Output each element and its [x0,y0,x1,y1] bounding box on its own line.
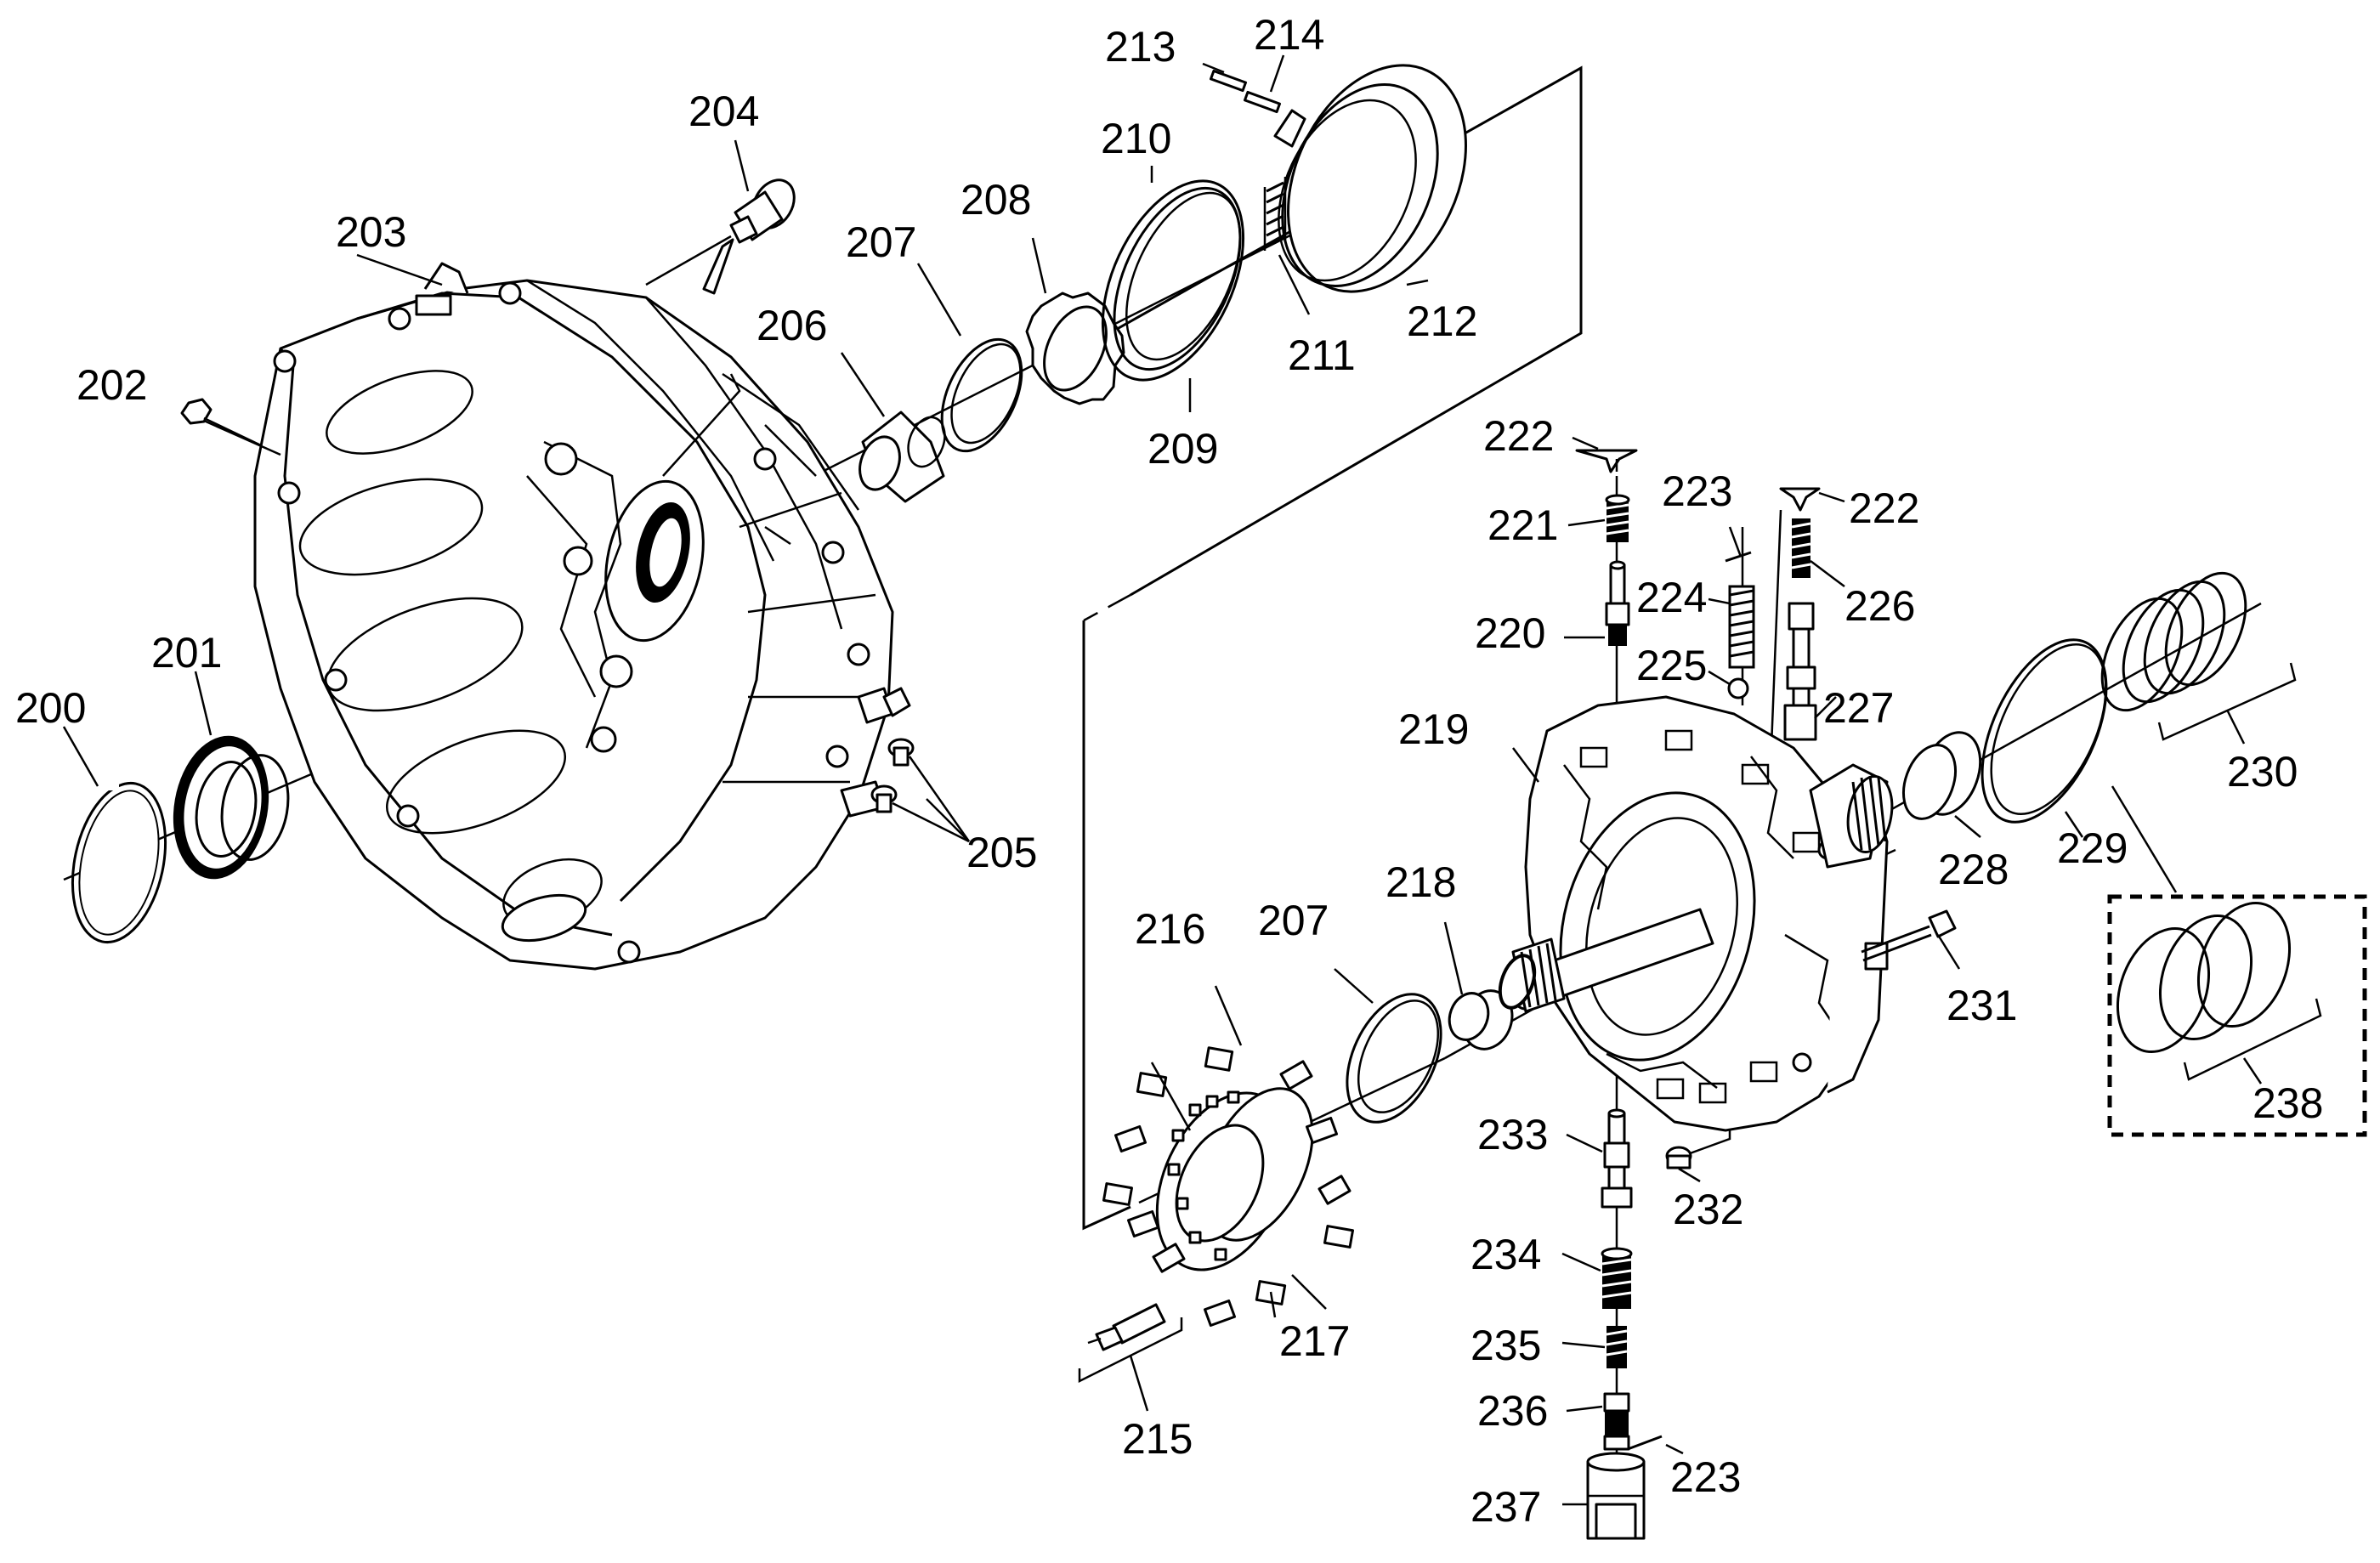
callout-220: 220 [1475,609,1545,657]
callout-212: 212 [1407,297,1477,345]
callout-208: 208 [960,176,1031,224]
plugs-205 [870,687,971,843]
valve-227 [1783,602,1817,741]
spring-234 [1601,1247,1633,1309]
callout-201: 201 [151,629,222,677]
callout-233: 233 [1477,1111,1548,1158]
callout-230: 230 [2227,748,2298,796]
callout-203: 203 [336,208,406,256]
callout-223-upper: 223 [1662,467,1732,515]
callout-229: 229 [2057,824,2128,872]
callout-237: 237 [1470,1483,1541,1531]
callout-236: 236 [1477,1387,1548,1435]
callout-214: 214 [1254,11,1324,59]
callout-235: 235 [1470,1322,1541,1369]
clutch-hub-216-217 [1102,1046,1355,1328]
callout-223-lower: 223 [1670,1453,1741,1501]
callout-232: 232 [1673,1186,1743,1233]
valve-220 [1605,560,1630,646]
seal-201 [173,735,290,880]
callout-215: 215 [1122,1415,1193,1463]
callout-222-right: 222 [1849,484,1919,532]
callout-216: 216 [1135,905,1205,953]
callout-213: 213 [1105,23,1176,71]
spring-226 [1791,518,1811,578]
plug-232 [1665,1146,1692,1169]
callout-221: 221 [1488,501,1558,549]
callout-204: 204 [688,88,759,135]
seal-ring-207-upper [940,337,1023,453]
seal-rings-230 [2100,571,2297,745]
callout-228: 228 [1938,846,2009,893]
bushing-218 [1448,989,1514,1050]
ring-209-210 [1101,179,1245,382]
callout-217: 217 [1279,1317,1350,1365]
callout-210: 210 [1101,115,1171,162]
callout-207-upper: 207 [846,218,916,266]
bushing-206 [858,411,946,503]
bushing-228 [1902,731,1982,820]
callout-234: 234 [1470,1231,1541,1278]
callout-226: 226 [1844,582,1915,630]
callout-211: 211 [1288,331,1356,379]
pin-223-lower [1627,1435,1663,1451]
spring-221 [1605,494,1630,542]
callout-231: 231 [1946,982,2017,1029]
snap-ring-200 [71,769,167,944]
callout-200: 200 [15,684,86,732]
callout-209: 209 [1148,425,1218,473]
callout-206: 206 [756,302,827,349]
callout-238: 238 [2252,1079,2323,1127]
valve-233 [1601,1108,1633,1209]
ball-225 [1727,677,1749,699]
snap-ring-229 [1980,638,2108,824]
valve-236 [1603,1392,1630,1451]
callout-202: 202 [76,361,147,409]
bolt-231 [1861,909,1957,962]
callout-222-left: 222 [1483,412,1554,460]
fitting-215 [1078,1303,1183,1412]
pin-222-right [1779,487,1821,512]
lock-washer-208 [1025,292,1125,405]
transmission-housing-203 [253,262,894,971]
spring-224 [1728,585,1755,669]
callout-227: 227 [1823,684,1894,732]
pin-222-left [1575,449,1638,473]
cooler-fitting-204 [645,178,796,295]
callout-labels: 200 201 202 203 204 205 206 207 208 209 … [15,11,2323,1531]
plug-237 [1586,1452,1646,1540]
spring-235 [1606,1326,1628,1368]
seal-rings-238 [2116,901,2322,1084]
callout-207-lower: 207 [1258,897,1329,944]
callout-224: 224 [1636,574,1707,621]
callout-225: 225 [1636,642,1707,689]
leader-lines [62,54,2084,1506]
seal-ring-207-lower [1346,993,1442,1124]
pump-body-219 [1524,695,1894,1132]
callout-219: 219 [1398,705,1469,753]
pin-223-upper [1725,551,1752,563]
pins-213-214 [1209,69,1282,114]
band-212 [1273,64,1467,293]
callout-205: 205 [966,829,1037,876]
callout-218: 218 [1386,858,1456,906]
stator-shaft [1498,908,1714,1013]
